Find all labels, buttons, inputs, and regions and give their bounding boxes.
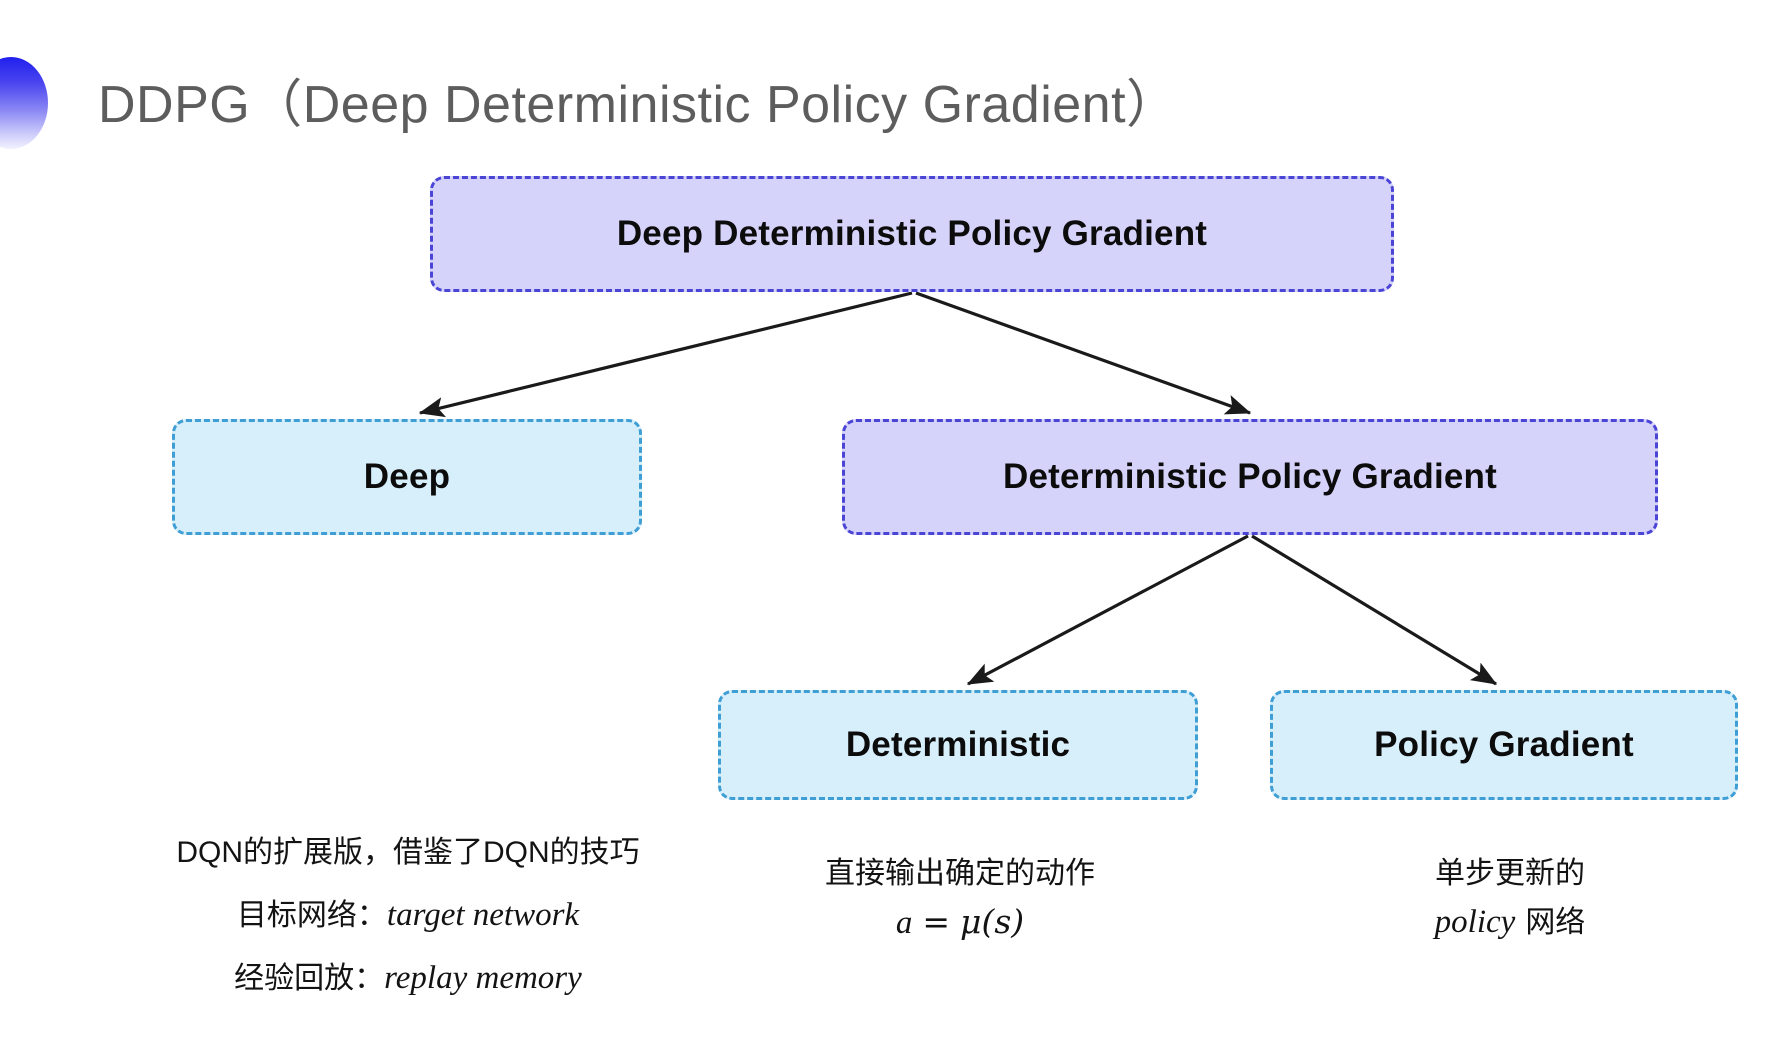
node-policy-gradient[interactable]: Policy Gradient bbox=[1270, 690, 1738, 800]
gradient-circle-bullet-icon bbox=[0, 57, 48, 149]
edge-dpg-to-policy-gradient bbox=[1251, 534, 1498, 686]
annotation-deep-line-3-term: replay memory bbox=[384, 960, 582, 996]
node-deep-deterministic-policy-gradient[interactable]: Deep Deterministic Policy Gradient bbox=[430, 176, 1394, 292]
formula-equals: = bbox=[922, 902, 950, 941]
edge-root-to-deep bbox=[418, 291, 913, 418]
edge-root-to-dpg bbox=[915, 291, 1252, 415]
annotation-deep-line-3: 经验回放：replay memory bbox=[148, 947, 668, 1010]
node-deterministic-policy-gradient[interactable]: Deterministic Policy Gradient bbox=[842, 419, 1658, 535]
annotation-deterministic-formula: a= μ(s) bbox=[760, 898, 1160, 948]
annotation-deterministic: 直接输出确定的动作 a= μ(s) bbox=[760, 850, 1160, 948]
annotation-deep-line-2-label: 目标网络： bbox=[236, 899, 387, 932]
formula-lhs: a bbox=[895, 905, 913, 941]
formula-rhs: μ(s) bbox=[960, 902, 1025, 941]
annotation-deep-line-2-term: target network bbox=[386, 897, 580, 933]
annotation-deep-line-2: 目标网络：target network bbox=[148, 884, 668, 947]
annotation-policy-gradient-line-2: policy 网络 bbox=[1330, 898, 1690, 947]
annotation-deterministic-line-1: 直接输出确定的动作 bbox=[825, 857, 1095, 890]
annotation-policy-gradient: 单步更新的 policy 网络 bbox=[1330, 850, 1690, 947]
annotation-policy-gradient-tail: 网络 bbox=[1525, 906, 1586, 939]
annotation-deep: DQN的扩展版，借鉴了DQN的技巧 目标网络：target network 经验… bbox=[148, 822, 668, 1010]
annotation-deep-line-1: DQN的扩展版，借鉴了DQN的技巧 bbox=[176, 836, 640, 869]
node-deep[interactable]: Deep bbox=[172, 419, 642, 535]
node-deterministic[interactable]: Deterministic bbox=[718, 690, 1198, 800]
annotation-deep-line-3-label: 经验回放： bbox=[234, 962, 385, 995]
annotation-policy-gradient-line-1: 单步更新的 bbox=[1435, 857, 1585, 890]
edge-dpg-to-deterministic bbox=[966, 534, 1249, 686]
page-title: DDPG（Deep Deterministic Policy Gradient） bbox=[98, 76, 1179, 134]
annotation-policy-gradient-term: policy bbox=[1434, 904, 1516, 940]
